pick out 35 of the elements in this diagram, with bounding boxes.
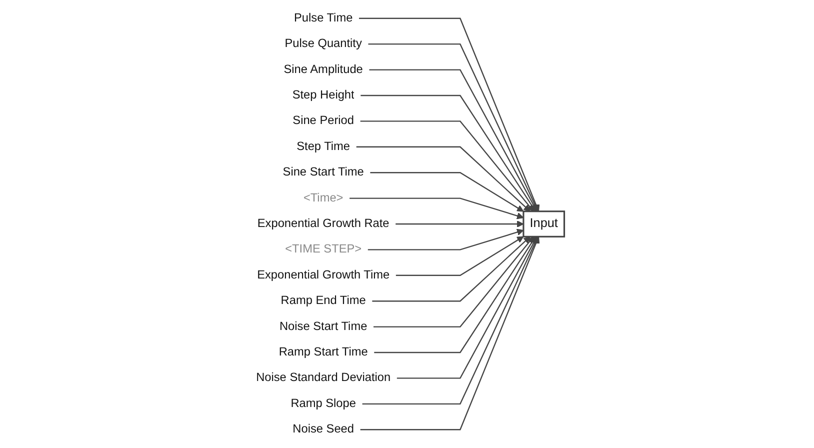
node-text: Exponential Growth Rate — [257, 216, 390, 230]
node-text: Ramp End Time — [280, 294, 366, 308]
node-text: Step Time — [296, 140, 350, 154]
arrow — [369, 69, 538, 212]
node-text: Noise Standard Deviation — [256, 370, 391, 384]
arrow — [362, 236, 538, 404]
node-text: Exponential Growth Time — [257, 268, 390, 282]
node-text: Sine Period — [292, 114, 354, 128]
node-text: <TIME STEP> — [285, 242, 362, 256]
arrow — [360, 236, 540, 430]
arrow — [360, 94, 536, 212]
arrow — [368, 44, 538, 212]
node-text: Ramp Slope — [290, 396, 356, 410]
node-text: <Time> — [303, 190, 344, 204]
arrow — [370, 172, 524, 212]
arrow — [360, 120, 534, 212]
arrow — [368, 228, 524, 250]
node-text: Pulse Time — [294, 11, 353, 25]
arrow — [372, 236, 530, 302]
arrow — [374, 236, 536, 354]
arrow — [374, 236, 534, 328]
arrow — [356, 146, 530, 212]
node-text: Noise Seed — [292, 422, 354, 436]
node-text: Ramp Start Time — [278, 345, 368, 359]
node-text: Step Height — [292, 88, 354, 102]
node-text: Sine Start Time — [282, 165, 364, 179]
arrow — [396, 236, 524, 276]
arrow — [359, 18, 540, 212]
node-text: Pulse Quantity — [284, 36, 362, 50]
node-text: Sine Amplitude — [284, 62, 363, 76]
node-text: Noise Start Time — [279, 319, 368, 333]
arrow — [350, 198, 524, 220]
arrow — [396, 236, 538, 379]
node-box: Input — [522, 210, 566, 238]
arrow — [396, 220, 524, 228]
